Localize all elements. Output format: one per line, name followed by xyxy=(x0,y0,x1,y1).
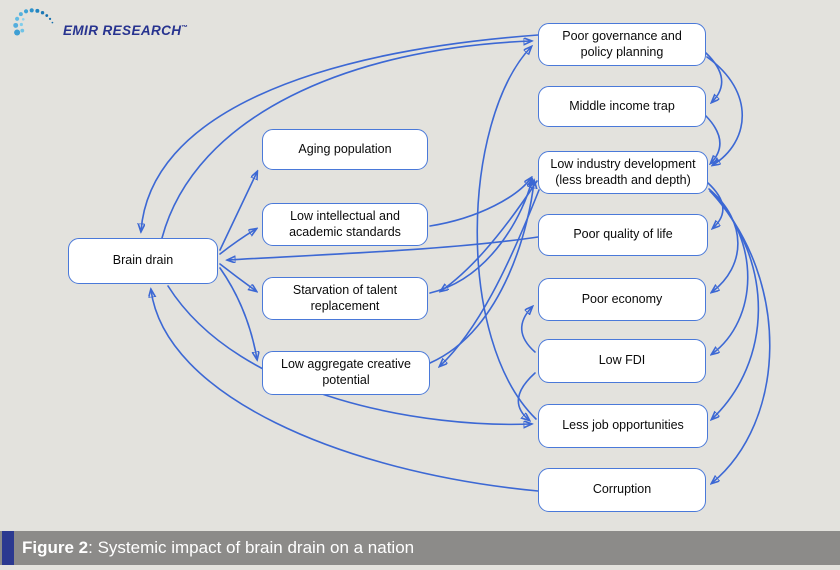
figure-number: Figure 2 xyxy=(22,538,89,557)
node-label: Poor governance and policy planning xyxy=(562,28,682,59)
node-label: Low intellectual and academic standards xyxy=(289,208,401,239)
node-poor-economy: Poor economy xyxy=(538,278,706,321)
node-aging-population: Aging population xyxy=(262,129,428,170)
caption-accent-block xyxy=(2,531,14,565)
node-label: Poor quality of life xyxy=(573,227,673,242)
node-less-job-opportunities: Less job opportunities xyxy=(538,404,708,448)
node-low-aggregate: Low aggregate creative potential xyxy=(262,351,430,395)
edge-poor-governance-middle-income-trap xyxy=(705,52,723,102)
node-brain-drain: Brain drain xyxy=(68,238,218,284)
node-poor-quality-of-life: Poor quality of life xyxy=(538,214,708,256)
edge-low-fdi-poor-economy xyxy=(520,307,536,353)
figure-caption-bar: Figure 2: Systemic impact of brain drain… xyxy=(0,531,840,565)
node-label: Low FDI xyxy=(598,353,646,368)
edge-low-industry-poor-quality-of-life xyxy=(707,182,724,228)
node-low-intellectual: Low intellectual and academic standards xyxy=(262,203,428,246)
node-label: Low industry development (less breadth a… xyxy=(550,156,696,187)
logo-wordmark: EMIR RESEARCH™ xyxy=(63,23,189,38)
node-label: Starvation of talent replacement xyxy=(292,282,398,313)
node-low-industry: Low industry development (less breadth a… xyxy=(538,151,708,194)
emir-research-logo: EMIR RESEARCH™ xyxy=(12,8,188,40)
node-label: Aging population xyxy=(298,141,392,156)
edge-low-industry-starvation xyxy=(441,180,538,291)
node-poor-governance: Poor governance and policy planning xyxy=(538,23,706,66)
edge-low-industry-low-fdi xyxy=(709,190,749,354)
figure-caption: Figure 2: Systemic impact of brain drain… xyxy=(22,538,414,558)
node-corruption: Corruption xyxy=(538,468,706,512)
edge-brain-drain-low-intellectual xyxy=(219,229,256,255)
trademark-symbol: ™ xyxy=(181,24,189,32)
figure-title: : Systemic impact of brain drain on a na… xyxy=(88,538,415,557)
edge-brain-drain-starvation xyxy=(219,263,256,291)
node-label: Brain drain xyxy=(112,253,174,268)
node-label: Poor economy xyxy=(581,291,663,306)
edge-brain-drain-low-aggregate xyxy=(219,267,257,359)
edge-low-intellectual-low-industry xyxy=(429,178,531,227)
edge-low-aggregate-low-industry xyxy=(429,181,534,364)
edge-brain-drain-aging-population xyxy=(219,172,257,251)
edge-low-industry-poor-economy xyxy=(708,188,739,292)
edge-less-job-opportunities-poor-governance xyxy=(476,47,537,420)
node-low-fdi: Low FDI xyxy=(538,339,706,383)
edge-middle-income-trap-low-industry xyxy=(705,115,721,163)
dot-swirl-globe-icon xyxy=(13,8,54,36)
edge-low-industry-less-job-opportunities xyxy=(711,191,760,419)
edge-starvation-low-industry xyxy=(429,180,532,294)
edge-low-fdi-less-job-opportunities xyxy=(517,372,536,420)
node-label: Less job opportunities xyxy=(562,418,684,433)
edge-poor-governance-low-industry xyxy=(706,56,743,165)
node-label: Middle income trap xyxy=(569,98,675,113)
edge-low-industry-low-aggregate xyxy=(440,189,540,366)
node-starvation: Starvation of talent replacement xyxy=(262,277,428,320)
node-label: Corruption xyxy=(592,482,652,497)
edge-low-industry-corruption xyxy=(712,192,771,483)
node-label: Low aggregate creative potential xyxy=(281,357,411,387)
node-middle-income-trap: Middle income trap xyxy=(538,86,706,127)
